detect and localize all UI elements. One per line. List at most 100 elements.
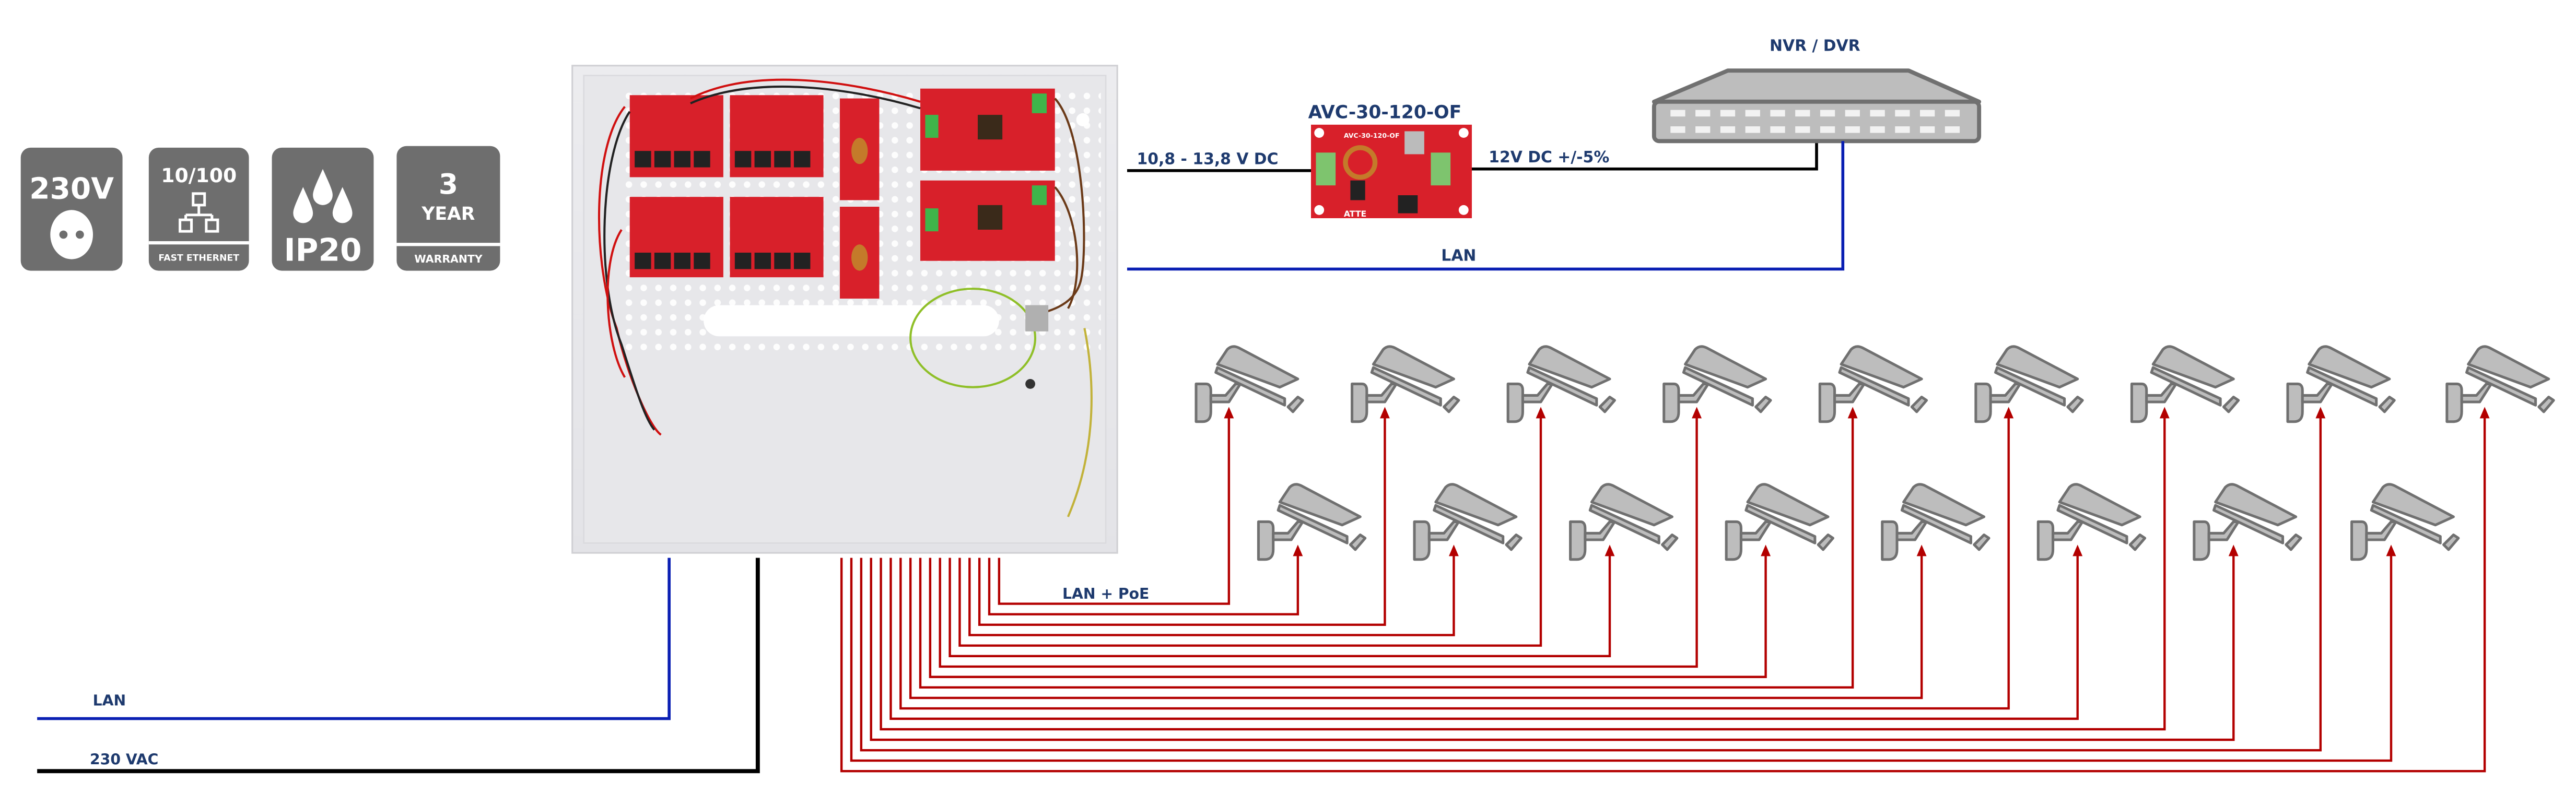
arrow-icon bbox=[1380, 407, 1390, 419]
camera-bottom-7 bbox=[2193, 483, 2302, 561]
camera-top-4 bbox=[1662, 345, 1772, 423]
converter-board-text: AVC-30-120-OF bbox=[1344, 132, 1400, 139]
badge-ip20-title: IP20 bbox=[284, 233, 361, 269]
arrow-icon bbox=[1692, 407, 1702, 419]
mains-label: 230 VAC bbox=[90, 751, 158, 768]
arrow-icon bbox=[2072, 544, 2083, 556]
nvr-port bbox=[1695, 126, 1711, 133]
nvr-port bbox=[1795, 110, 1810, 117]
camera-top-2 bbox=[1351, 345, 1460, 423]
poe-line bbox=[939, 417, 1698, 668]
arrow-icon bbox=[2479, 407, 2490, 419]
mounting-hole bbox=[1076, 113, 1090, 126]
poe-line bbox=[880, 417, 2166, 731]
camera-top-8 bbox=[2286, 345, 2396, 423]
converter-label: AVC-30-120-OF bbox=[1308, 102, 1462, 123]
nvr-port bbox=[1720, 126, 1736, 133]
camera-bottom-4 bbox=[1725, 483, 1834, 561]
lan-input-label: LAN bbox=[93, 692, 126, 709]
avc-converter: AVC-30-120-OF AVC-30-120-OF ATTE bbox=[1308, 102, 1472, 219]
recorder-label: NVR / DVR bbox=[1770, 37, 1860, 55]
nvr-port bbox=[1870, 126, 1885, 133]
arrow-icon bbox=[2315, 407, 2326, 419]
arrow-icon bbox=[2159, 407, 2170, 419]
arrow-icon bbox=[1224, 407, 1234, 419]
poe-line bbox=[949, 554, 1611, 658]
psu-boards bbox=[920, 88, 1055, 261]
arrow-icon bbox=[1293, 544, 1303, 556]
dc-output-label: 12V DC +/-5% bbox=[1489, 148, 1609, 167]
lan-uplink-label: LAN bbox=[1441, 247, 1476, 265]
terminal-block bbox=[1025, 305, 1049, 331]
poe-line bbox=[968, 554, 1455, 636]
nvr-dvr: NVR / DVR bbox=[1652, 37, 1982, 144]
badge-ethernet-footer: FAST ETHERNET bbox=[158, 253, 239, 264]
nvr-port bbox=[1670, 126, 1685, 133]
badge-warranty-footer: WARRANTY bbox=[414, 253, 483, 265]
nvr-port bbox=[1845, 126, 1860, 133]
nvr-port bbox=[1745, 110, 1760, 117]
poe-line bbox=[998, 417, 1231, 605]
nvr-port bbox=[1895, 126, 1910, 133]
poe-line bbox=[988, 554, 1299, 615]
poe-line bbox=[840, 417, 2486, 773]
poe-line bbox=[958, 417, 1542, 647]
nvr-port bbox=[1920, 126, 1935, 133]
poe-line bbox=[889, 554, 2079, 720]
poe-line bbox=[850, 554, 2393, 762]
arrow-icon bbox=[1536, 407, 1546, 419]
camera-bottom-1 bbox=[1257, 483, 1367, 561]
camera-top-3 bbox=[1506, 345, 1616, 423]
camera-top-9 bbox=[2445, 345, 2555, 423]
network-icon bbox=[179, 192, 219, 233]
badge-ethernet-title: 10/100 bbox=[161, 164, 237, 187]
camera-top-5 bbox=[1818, 345, 1928, 423]
nvr-port bbox=[1670, 110, 1685, 117]
nvr-port bbox=[1870, 110, 1885, 117]
badge-warranty-subtitle: YEAR bbox=[421, 204, 475, 224]
internal-cables bbox=[598, 78, 1093, 517]
nvr-port bbox=[1820, 126, 1835, 133]
poe-lines bbox=[840, 407, 2490, 773]
nvr-port bbox=[1770, 110, 1785, 117]
arrow-icon bbox=[1847, 407, 1858, 419]
camera-bottom-5 bbox=[1881, 483, 1990, 561]
poe-line bbox=[860, 417, 2322, 752]
badge-ip20: IP20 bbox=[272, 147, 374, 271]
cameras bbox=[1195, 345, 2555, 561]
dc-input-label: 10,8 - 13,8 V DC bbox=[1137, 150, 1279, 168]
socket-icon bbox=[50, 210, 93, 259]
camera-bottom-8 bbox=[2350, 483, 2460, 561]
nvr-port bbox=[1945, 126, 1960, 133]
arrow-icon bbox=[2004, 407, 2014, 419]
arrow-icon bbox=[2386, 544, 2396, 556]
camera-top-1 bbox=[1195, 345, 1304, 423]
camera-top-6 bbox=[1974, 345, 2084, 423]
enclosure bbox=[571, 65, 1118, 554]
arrow-icon bbox=[1449, 544, 1459, 556]
arrow-icon bbox=[1916, 544, 1927, 556]
poe-line bbox=[978, 417, 1386, 626]
nvr-port bbox=[1770, 126, 1785, 133]
badge-warranty-years: 3 bbox=[439, 168, 458, 200]
water-drops-icon bbox=[293, 169, 353, 223]
lan-poe-label: LAN + PoE bbox=[1062, 585, 1149, 602]
nvr-port bbox=[1845, 110, 1860, 117]
mains-line bbox=[37, 558, 760, 774]
poe-line bbox=[919, 417, 1854, 689]
nvr-port bbox=[1820, 110, 1835, 117]
badge-fast-ethernet: 10/100 FAST ETHERNET bbox=[148, 147, 249, 271]
arrow-icon bbox=[2228, 544, 2239, 556]
nvr-port bbox=[1795, 126, 1810, 133]
camera-top-7 bbox=[2130, 345, 2240, 423]
dc-converter-boards bbox=[840, 98, 880, 299]
nvr-ports bbox=[1670, 110, 1960, 133]
dc-output-line bbox=[1472, 141, 1818, 171]
poe-line bbox=[870, 554, 2235, 741]
badge-230v-title: 230V bbox=[29, 171, 114, 206]
poe-switch-boards bbox=[629, 95, 824, 278]
nvr-port bbox=[1945, 110, 1960, 117]
arrow-icon bbox=[1605, 544, 1615, 556]
